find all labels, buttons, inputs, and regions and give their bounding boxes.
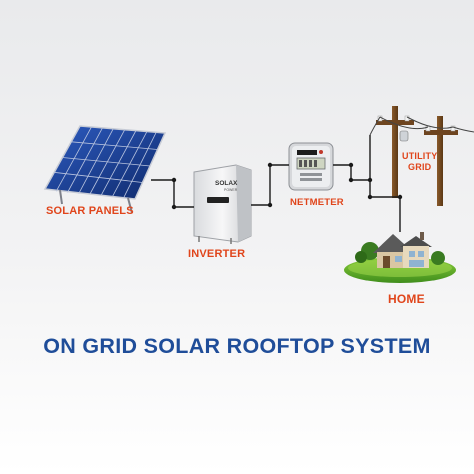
inverter-label: INVERTER [188, 248, 246, 260]
solar-panel-array [43, 125, 167, 214]
inverter-brand-text: SOLAX [215, 180, 238, 187]
solar-panels-label: SOLAR PANELS [46, 205, 134, 217]
home-label: HOME [388, 292, 425, 306]
inverter-sub-text: POWER [224, 188, 238, 192]
inverter-unit: SOLAX POWER [193, 164, 252, 244]
connection-wires [151, 135, 401, 232]
utility-grid-label: UTILITY GRID [402, 151, 437, 173]
net-meter [288, 142, 334, 191]
netmeter-label: NETMETER [290, 197, 344, 208]
home-house [344, 232, 456, 283]
wire-junctions [171, 162, 403, 210]
diagram-title: ON GRID SOLAR ROOFTOP SYSTEM [43, 334, 431, 358]
utility-grid-label-line1: UTILITY [402, 151, 438, 161]
utility-grid-poles [369, 106, 474, 206]
utility-grid-label-line2: GRID [408, 162, 432, 172]
